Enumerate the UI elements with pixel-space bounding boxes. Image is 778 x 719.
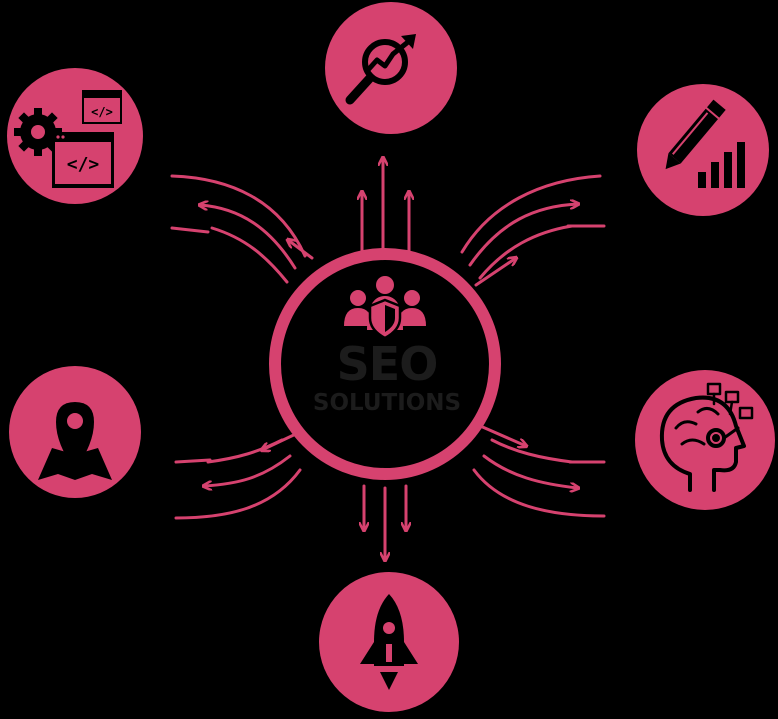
- node-bottom-right-circle: [635, 370, 775, 510]
- map-pin-icon: [38, 402, 112, 480]
- node-top: [325, 2, 457, 134]
- code-gear-icon: </> </>: [14, 90, 122, 188]
- node-top-right: [637, 84, 769, 216]
- hub-title: SEO: [337, 337, 438, 391]
- hub-ring: [269, 248, 501, 480]
- node-bottom-right: [635, 370, 775, 510]
- curve-ll-1: [174, 468, 302, 520]
- curve-ll-2: [204, 454, 292, 486]
- dash-ll: [174, 458, 212, 464]
- node-top-circle: [325, 2, 457, 134]
- curve-ul-3: [210, 226, 289, 284]
- dash-ul: [170, 226, 210, 234]
- node-bottom-left: [9, 366, 141, 498]
- node-top-left: </> </>: [7, 68, 143, 204]
- code-glyph-large: </>: [67, 154, 100, 175]
- curve-ur-1: [460, 174, 602, 254]
- curve-lr-2: [482, 454, 578, 488]
- arrow-lr-short: [476, 423, 526, 446]
- curve-lr-1: [472, 468, 606, 518]
- curve-ur-3: [478, 224, 574, 280]
- node-top-right-circle: [637, 84, 769, 216]
- arrow-ur-short: [474, 258, 516, 287]
- node-bottom: [319, 572, 459, 712]
- curve-ll-3: [206, 438, 284, 464]
- connector-arrows: [170, 158, 606, 560]
- hub: SEO SOLUTIONS: [269, 248, 501, 480]
- rocket-icon: [360, 594, 418, 690]
- curve-ul-2: [200, 205, 297, 270]
- pencil-bar-chart-icon: [665, 99, 745, 188]
- analytics-magnifier-icon: [345, 34, 416, 105]
- team-shield-icon: [344, 276, 426, 340]
- arrow-ul-short: [288, 240, 314, 260]
- hub-subtitle: SOLUTIONS: [313, 390, 461, 416]
- code-glyph-small: </>: [91, 105, 113, 119]
- curve-ur-2: [468, 204, 578, 267]
- curve-lr-3: [490, 438, 574, 464]
- brain-head-icon: [659, 382, 754, 492]
